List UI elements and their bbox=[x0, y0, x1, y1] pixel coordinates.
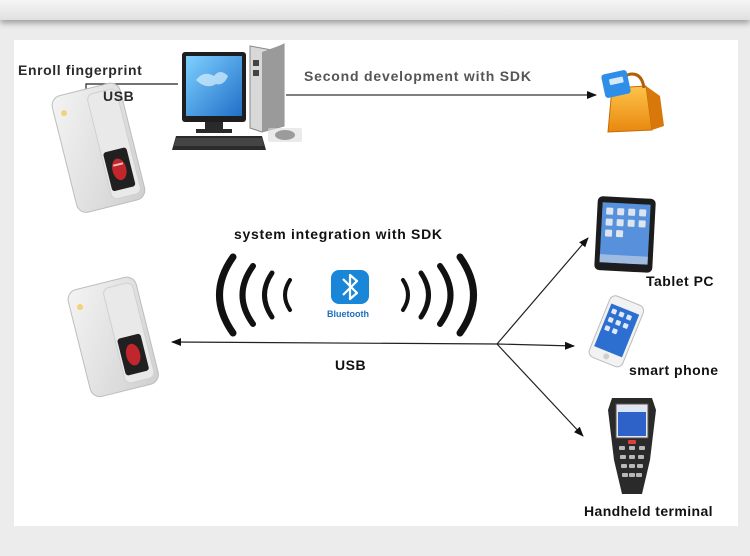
handheld-terminal-icon bbox=[608, 398, 656, 494]
tablet-arrow bbox=[496, 237, 589, 345]
bluetooth-icon bbox=[331, 270, 369, 304]
usb-arrow-bottom bbox=[171, 338, 498, 347]
usb-label-top: USB bbox=[103, 88, 134, 104]
handheld-arrow bbox=[496, 343, 584, 437]
bluetooth-label: Bluetooth bbox=[327, 309, 369, 319]
phone-arrow bbox=[496, 341, 575, 350]
enroll-fingerprint-label: Enroll fingerprint bbox=[18, 62, 142, 78]
desktop-computer-icon bbox=[172, 43, 302, 150]
bluetooth-waves-left bbox=[216, 253, 292, 337]
sdk-development-label: Second development with SDK bbox=[304, 68, 532, 84]
system-integration-label: system integration with SDK bbox=[234, 226, 443, 242]
top-bar bbox=[0, 0, 750, 20]
smartphone-icon bbox=[588, 295, 645, 368]
tablet-icon bbox=[594, 196, 656, 273]
bluetooth-waves-right bbox=[401, 253, 477, 337]
tablet-pc-label: Tablet PC bbox=[646, 273, 714, 289]
smart-phone-label: smart phone bbox=[629, 362, 719, 378]
connector-lines bbox=[85, 83, 597, 437]
app-shopping-bag-icon bbox=[601, 70, 664, 133]
fingerprint-scanner-icon bbox=[67, 276, 159, 398]
handheld-terminal-label: Handheld terminal bbox=[584, 503, 713, 519]
usb-label-bottom: USB bbox=[335, 357, 366, 373]
fingerprint-scanner-icon bbox=[51, 82, 146, 213]
